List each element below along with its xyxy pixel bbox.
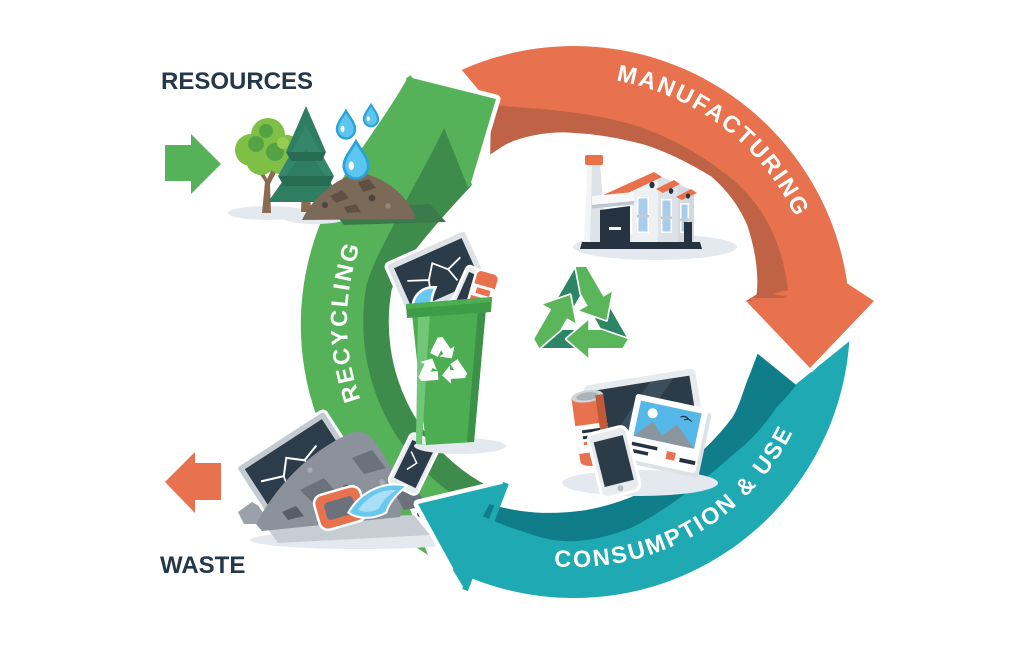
electronics-part <box>581 427 603 434</box>
electronics-part <box>665 451 676 461</box>
manufacturing-arc <box>461 46 848 299</box>
recycle-bin-part <box>430 337 455 359</box>
water-drops-icon <box>335 102 380 180</box>
trees-and-soil-part <box>278 176 334 186</box>
factory-part <box>580 242 702 249</box>
water-drops-part <box>340 125 345 133</box>
waste-pile-part <box>324 496 356 520</box>
electronics-part <box>680 415 693 423</box>
factory-part <box>684 222 692 242</box>
factory-part <box>600 206 630 242</box>
waste-pile-part <box>379 479 385 485</box>
factory-part <box>668 188 674 194</box>
recycle-bin-icon <box>384 228 506 454</box>
factory-part <box>662 200 671 232</box>
bin-recycle-glyph <box>418 337 468 384</box>
recycle-bin-part <box>394 238 481 311</box>
factory-icon <box>573 155 737 260</box>
manufacturing-arrow-seam <box>750 298 870 304</box>
resources-label: RESOURCES <box>161 68 313 95</box>
factory-part <box>609 227 621 230</box>
electronics-part <box>647 408 658 419</box>
trees-and-soil-icon <box>228 106 446 225</box>
recycle-symbol-light-arms <box>532 265 630 360</box>
factory-part <box>637 215 649 218</box>
recycling-arrow-seam <box>405 75 473 187</box>
trees-and-soil-part <box>248 136 264 152</box>
water-drops-part <box>366 116 370 122</box>
manufacturing-arc-body <box>461 46 848 297</box>
consumption-arc-body <box>453 341 850 599</box>
factory-part <box>649 181 655 189</box>
trees-and-soil-part <box>358 179 376 192</box>
factory-part <box>686 193 690 199</box>
water-drops-part <box>362 102 380 128</box>
recycle-bin-part <box>467 308 486 442</box>
waste-pile-part <box>358 490 396 512</box>
factory-part <box>585 155 603 165</box>
factory-part <box>680 218 689 222</box>
factory-part <box>661 216 672 220</box>
rock <box>238 502 266 524</box>
recycle-symbol-part <box>564 318 630 360</box>
arrow-out-icon <box>165 452 221 513</box>
recycle-symbol-part <box>532 293 578 350</box>
recycle-symbol-icon <box>532 265 630 360</box>
trees-and-soil-part <box>344 204 361 213</box>
trees-and-soil-part <box>277 137 289 149</box>
trees-and-soil-part <box>286 152 326 161</box>
trees-and-soil-part <box>385 203 391 209</box>
trees-and-soil-part <box>257 167 278 213</box>
consumption-arrow-seam <box>462 481 509 592</box>
electronics-part <box>576 392 599 401</box>
waste-pile-part <box>260 444 318 483</box>
trees-and-soil-part <box>322 202 328 208</box>
waste-pile-part <box>244 419 351 513</box>
recycle-bin-part <box>418 358 439 382</box>
consumption-arc-shade <box>482 353 797 542</box>
electronics-part <box>679 457 696 466</box>
waste-label: WASTE <box>160 552 245 579</box>
waste-pile-part <box>307 467 313 473</box>
electronics-icon <box>562 365 718 499</box>
recycle-bin-part <box>406 297 492 309</box>
waste-pile-part <box>352 450 386 474</box>
water-drops-part <box>335 108 357 140</box>
electronics-part <box>617 485 624 492</box>
arrow-in-icon <box>165 134 221 194</box>
trees-and-soil-part <box>368 194 376 202</box>
electronics-part <box>631 441 658 451</box>
waste-pile-part <box>282 506 304 520</box>
trees-and-soil-part <box>268 148 344 202</box>
waste-pile-part <box>406 451 418 471</box>
water-drops-part <box>348 161 354 171</box>
manufacturing-arrowhead <box>741 296 879 373</box>
factory-part <box>592 192 634 205</box>
manufacturing-arc-shade <box>490 105 789 299</box>
recycle-symbol-part <box>574 265 614 322</box>
factory-part <box>592 201 634 209</box>
electronics-part <box>630 448 649 456</box>
recycle-bin-part <box>442 359 468 384</box>
factory-part <box>656 180 680 193</box>
electronics-part <box>593 435 634 487</box>
trees-and-soil-part <box>259 124 273 138</box>
recycle-bin-part <box>475 287 491 297</box>
electronics-part <box>633 421 695 449</box>
factory-part <box>681 204 688 232</box>
trees-and-soil-part <box>330 190 349 203</box>
factory-part <box>584 164 592 242</box>
